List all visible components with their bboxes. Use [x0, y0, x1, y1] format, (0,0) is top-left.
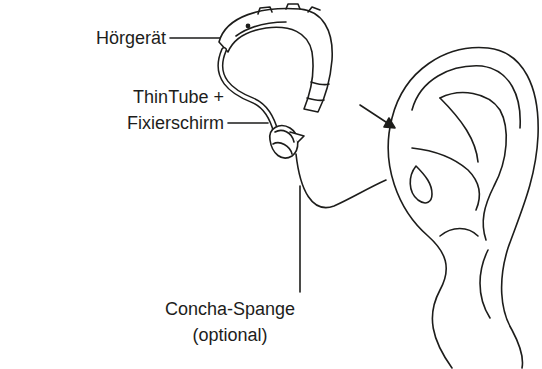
ear	[388, 48, 538, 368]
dome	[270, 126, 304, 158]
thin-tube	[220, 50, 280, 140]
leader-line	[299, 186, 301, 292]
part-label: Hörgerät	[40, 25, 166, 51]
part-label: ThinTube + Fixierschirm	[92, 84, 224, 136]
concha-lock	[296, 154, 386, 208]
part-label: Concha-Spange (optional)	[150, 296, 310, 348]
leader-line	[228, 122, 268, 124]
hearing-aid	[219, 4, 332, 112]
